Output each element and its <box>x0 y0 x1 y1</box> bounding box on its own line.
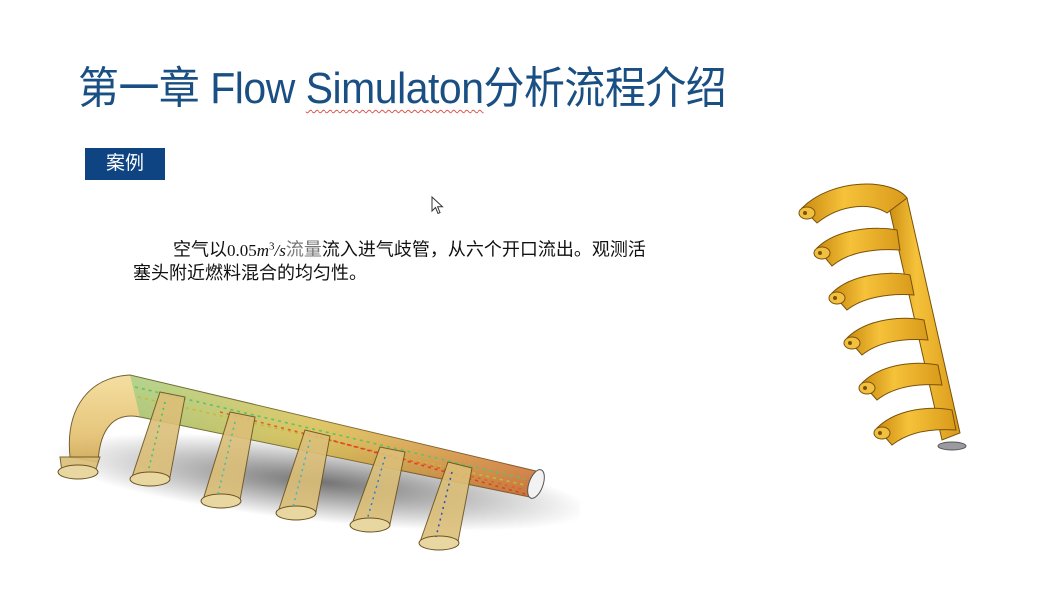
flow-simulation-image <box>51 374 580 551</box>
title-suffix: 分析流程介绍 <box>483 64 727 113</box>
flow-rate-formula: 0.05m3/s <box>227 240 286 260</box>
body-text-part: 空气以 <box>173 239 227 260</box>
title-misspelled-word: Simulaton <box>305 64 484 113</box>
title-prefix: 第一章 Flow <box>78 64 306 113</box>
mouse-cursor-icon <box>431 196 444 215</box>
section-tag: 案例 <box>85 148 165 180</box>
manifold-cad-image <box>798 183 967 451</box>
case-description: 空气以0.05m3/s流量流入进气歧管，从六个开口流出。观测活塞头附近燃料混合的… <box>133 235 723 284</box>
unit-exponent: 3 <box>269 240 275 252</box>
body-text-line2: 塞头附近燃料混合的均匀性。 <box>133 262 367 283</box>
unit-per-second: /s <box>274 240 286 260</box>
flow-rate-value: 0.05 <box>227 240 257 260</box>
flow-word: 流量 <box>285 239 322 260</box>
unit-m: m <box>256 240 270 260</box>
slide-title: 第一章 Flow Simulaton分析流程介绍 <box>78 58 727 120</box>
body-text-part: 流入进气歧管，从六个开口流出。观测活 <box>321 239 646 260</box>
